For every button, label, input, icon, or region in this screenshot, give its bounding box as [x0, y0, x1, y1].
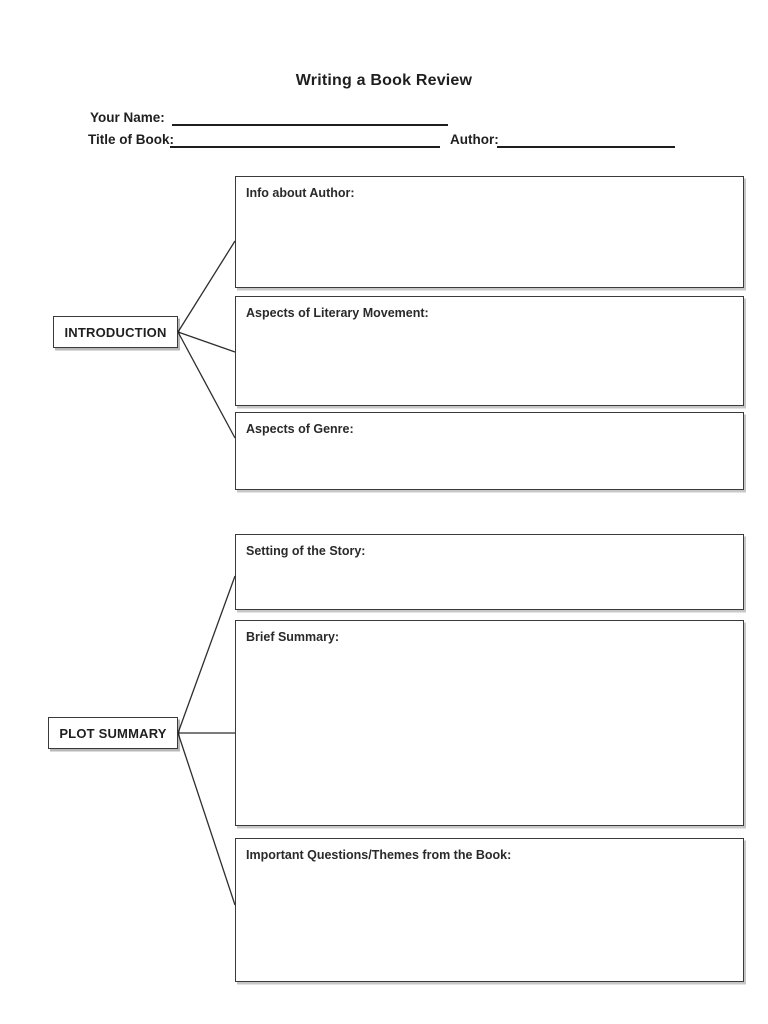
- page-title: Writing a Book Review: [295, 72, 473, 89]
- brief-summary-box: Brief Summary:: [235, 620, 744, 826]
- author-label: Author:: [450, 132, 499, 147]
- literary-movement-label: Aspects of Literary Movement:: [246, 306, 429, 320]
- genre-box: Aspects of Genre:: [235, 412, 744, 490]
- plot-summary-node-label: PLOT SUMMARY: [59, 725, 167, 741]
- info-about-author-box: Info about Author:: [235, 176, 744, 288]
- setting-box: Setting of the Story:: [235, 534, 744, 610]
- questions-themes-label: Important Questions/Themes from the Book…: [246, 848, 512, 862]
- author-blank-line: [497, 131, 675, 148]
- book-title-label: Title of Book:: [88, 132, 174, 147]
- setting-label: Setting of the Story:: [246, 544, 366, 558]
- your-name-label: Your Name:: [90, 110, 165, 125]
- genre-label: Aspects of Genre:: [246, 422, 354, 436]
- introduction-node: INTRODUCTION: [53, 316, 178, 348]
- questions-themes-box: Important Questions/Themes from the Book…: [235, 838, 744, 982]
- book-title-blank-line: [170, 131, 440, 148]
- plot-summary-node: PLOT SUMMARY: [48, 717, 178, 749]
- info-about-author-label: Info about Author:: [246, 186, 355, 200]
- your-name-blank-line: [172, 109, 448, 126]
- introduction-node-label: INTRODUCTION: [64, 324, 167, 340]
- literary-movement-box: Aspects of Literary Movement:: [235, 296, 744, 406]
- brief-summary-label: Brief Summary:: [246, 630, 340, 644]
